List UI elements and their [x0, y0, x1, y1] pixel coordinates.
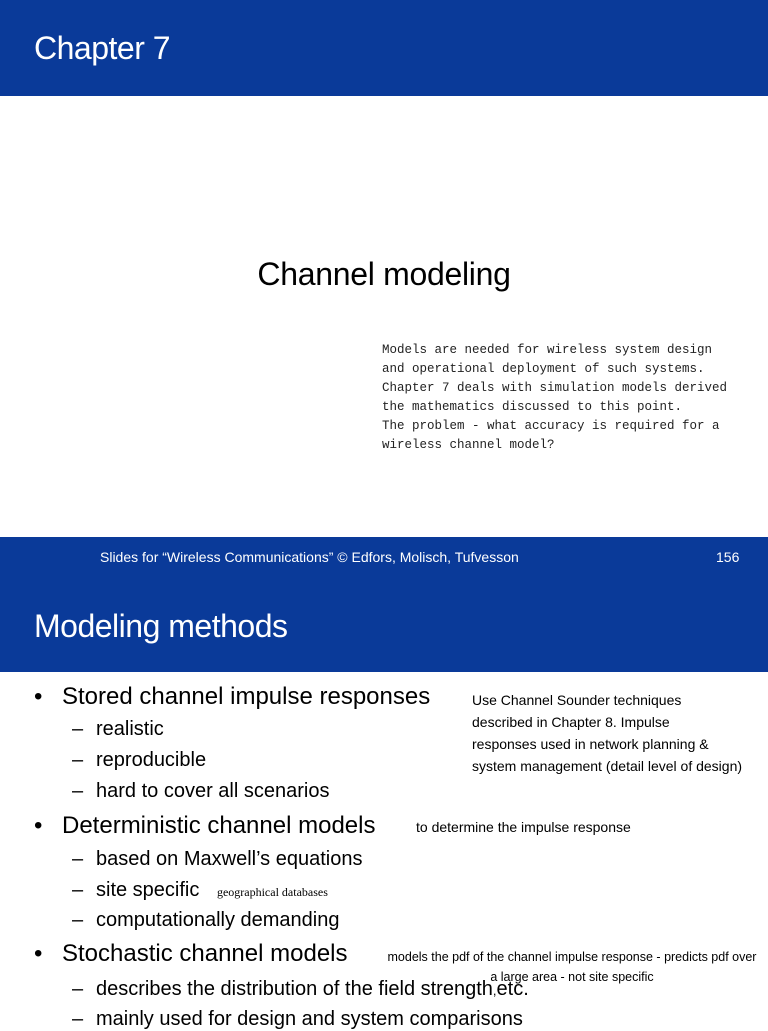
sub-item-text: describes the distribution of the field … [96, 978, 493, 1000]
sub-item: –describes the distribution of the field… [72, 978, 529, 1001]
bullet-stored-responses: • Stored channel impulse responses [34, 683, 430, 711]
annotation-deterministic: to determine the impulse response [416, 819, 631, 835]
annotation-line: responses used in network planning & [472, 736, 709, 752]
annotation-line: described in Chapter 8. Impulse [472, 714, 670, 730]
slide2-title: Modeling methods [34, 608, 288, 644]
bullet-text: Stored channel impulse responses [62, 683, 431, 710]
sub-item-text: based on Maxwell’s equations [96, 848, 363, 870]
slide-footer-credit: Slides for “Wireless Communications” © E… [100, 549, 519, 565]
sub-item-text: realistic [96, 718, 164, 740]
dash-marker: – [72, 909, 84, 931]
sub-item-text: site specific [96, 879, 200, 901]
note-line: Chapter 7 deals with simulation models d… [382, 381, 728, 395]
annotation-line: system management (detail level of desig… [472, 758, 743, 774]
slide2-header-band: Slides for “Wireless Communications” © E… [0, 537, 768, 672]
sub-item: –realistic [72, 718, 164, 741]
annotation-stored-responses: Use Channel Sounder techniques described… [472, 689, 742, 777]
comma: , [492, 983, 497, 998]
note-line: the mathematics discussed to this point. [382, 400, 683, 414]
sub-item-text: mainly used for design and system compar… [96, 1008, 523, 1030]
bullet-marker: • [34, 683, 43, 710]
bullet-marker: • [34, 940, 43, 967]
sub-item: –site specific geographical databases [72, 879, 328, 902]
dash-marker: – [72, 718, 84, 740]
bullet-stochastic-models: • Stochastic channel models [34, 940, 348, 968]
sub-item-text: reproducible [96, 749, 207, 771]
bullet-text: Stochastic channel models [62, 940, 348, 967]
etc-text: etc. [496, 978, 529, 1000]
note-line: and operational deployment of such syste… [382, 362, 705, 376]
dash-marker: – [72, 780, 84, 802]
slide1-speaker-note: Models are needed for wireless system de… [382, 341, 762, 455]
bullet-deterministic-models: • Deterministic channel models [34, 812, 375, 840]
bullet-text: Deterministic channel models [62, 812, 376, 839]
bullet-marker: • [34, 812, 43, 839]
sub-item: –hard to cover all scenarios [72, 780, 329, 803]
slide1-main-title: Channel modeling [257, 256, 511, 292]
annotation-line: a large area - not site specific [490, 970, 654, 984]
sub-item: –based on Maxwell’s equations [72, 848, 362, 871]
sub-item: –mainly used for design and system compa… [72, 1008, 523, 1031]
dash-marker: – [72, 749, 84, 771]
sub-item: –computationally demanding [72, 909, 340, 932]
sub-item-text: hard to cover all scenarios [96, 780, 330, 802]
annotation-line: models the pdf of the channel impulse re… [387, 950, 757, 964]
dash-marker: – [72, 1008, 84, 1030]
note-line: The problem - what accuracy is required … [382, 419, 720, 433]
page-number: 156 [716, 549, 740, 565]
dash-marker: – [72, 879, 84, 901]
chapter-title: Chapter 7 [34, 30, 171, 66]
annotation-geographical-databases: geographical databases [216, 885, 328, 899]
note-line: Models are needed for wireless system de… [382, 343, 713, 357]
dash-marker: – [72, 848, 84, 870]
annotation-stochastic: models the pdf of the channel impulse re… [381, 947, 763, 987]
dash-marker: – [72, 978, 84, 1000]
note-line: wireless channel model? [382, 438, 555, 452]
slide1-header-band: Chapter 7 [0, 0, 768, 96]
sub-item: –reproducible [72, 749, 206, 772]
annotation-line: Use Channel Sounder techniques [472, 692, 682, 708]
sub-item-text: computationally demanding [96, 909, 340, 931]
